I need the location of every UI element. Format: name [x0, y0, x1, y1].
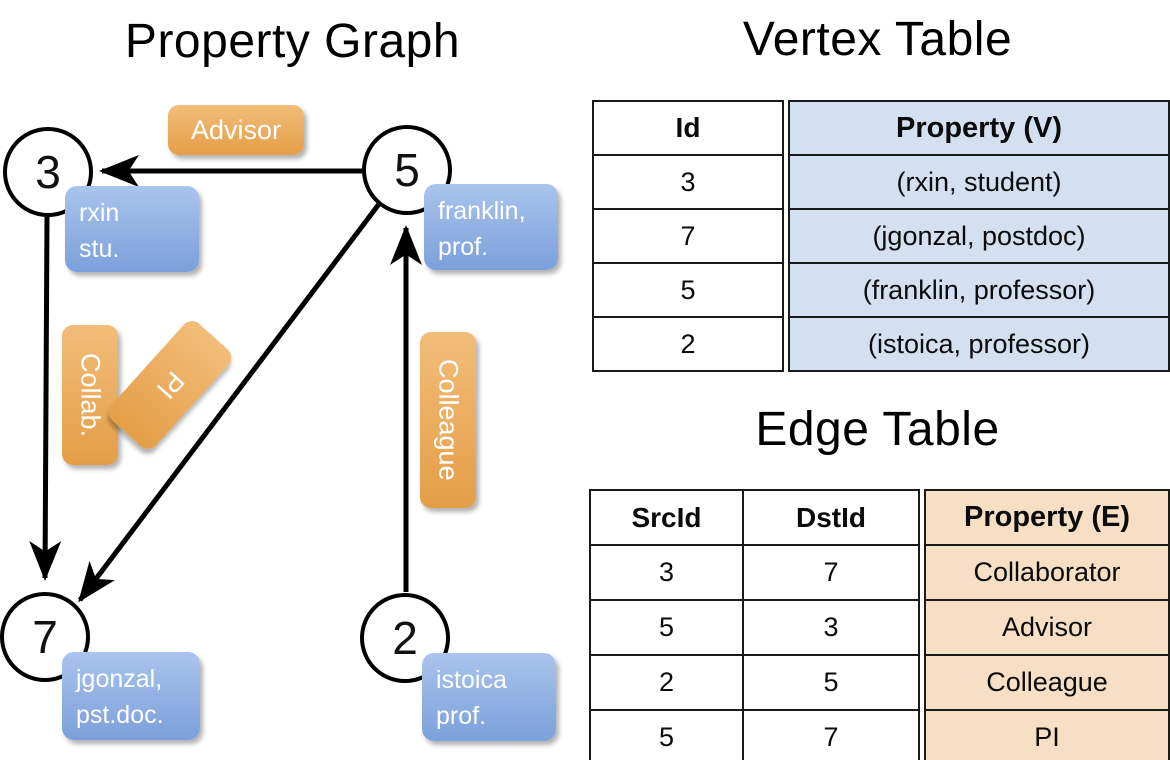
vertex-property-line: prof. [436, 701, 487, 730]
edge-cell-dstid: 7 [742, 709, 920, 760]
vertex-table-column-gap [783, 155, 789, 209]
table-row[interactable]: 3 7 Collaborator [589, 544, 1170, 601]
edge-5-to-7 [78, 202, 381, 603]
vertex-cell-property: (jgonzal, postdoc) [788, 208, 1170, 264]
edge-table-column-gap [919, 600, 925, 655]
vertex-property-line: franklin, [438, 197, 526, 225]
graph-node-2[interactable]: 2 [360, 593, 450, 683]
edge-table-column-gap [919, 545, 925, 600]
edge-cell-srcid: 2 [589, 654, 744, 711]
table-row[interactable]: 2 (istoica, professor) [592, 316, 1170, 372]
vertex-property-line: prof. [438, 232, 489, 261]
graph-node-5[interactable]: 5 [362, 125, 452, 215]
table-row[interactable]: 7 (jgonzal, postdoc) [592, 208, 1170, 264]
vertex-property-line: stu. [79, 234, 120, 263]
page-title-vertex-table: Vertex Table [742, 13, 1013, 66]
edge-label-advisor: Advisor [168, 105, 304, 155]
vertex-table-column-gap [783, 209, 789, 263]
edge-cell-srcid: 5 [589, 709, 744, 760]
edge-cell-property: PI [924, 709, 1170, 760]
table-header-row: Id Property (V) [592, 100, 1170, 156]
vertex-property-line: pst.doc. [76, 700, 164, 729]
vertex-table-header-id: Id [592, 100, 784, 156]
edge-table-header-srcid: SrcId [589, 489, 744, 546]
edge-table-column-gap [919, 490, 925, 545]
vertex-property-line: istoica [436, 666, 507, 694]
edge-cell-property: Advisor [924, 599, 1170, 656]
table-header-row: SrcId DstId Property (E) [589, 489, 1170, 546]
page-title-edge-table: Edge Table [755, 403, 1000, 456]
edge-cell-srcid: 3 [589, 544, 744, 601]
table-row[interactable]: 3 (rxin, student) [592, 154, 1170, 210]
vertex-property-box-rxin: rxin stu. [65, 186, 199, 272]
edge-3-to-7 [29, 216, 62, 581]
edge-table-header-dstid: DstId [742, 489, 920, 546]
edge-cell-dstid: 3 [742, 599, 920, 656]
edge-cell-srcid: 5 [589, 599, 744, 656]
edge-cell-dstid: 7 [742, 544, 920, 601]
vertex-cell-property: (istoica, professor) [788, 316, 1170, 372]
vertex-table-column-gap [783, 263, 789, 317]
vertex-property-line: rxin [79, 199, 120, 227]
vertex-cell-id: 3 [592, 154, 784, 210]
table-row[interactable]: 5 (franklin, professor) [592, 262, 1170, 318]
edge-table-column-gap [919, 655, 925, 710]
vertex-property-box-franklin: franklin, prof. [424, 184, 558, 270]
vertex-property-box-jgonzal: jgonzal, pst.doc. [62, 652, 200, 740]
edge-label-collab: Collab. [62, 325, 118, 465]
vertex-property-line: jgonzal, [76, 665, 163, 693]
vertex-cell-property: (franklin, professor) [788, 262, 1170, 318]
vertex-table-column-gap [783, 317, 789, 371]
vertex-cell-property: (rxin, student) [788, 154, 1170, 210]
table-row[interactable]: 5 7 PI [589, 709, 1170, 760]
table-row[interactable]: 2 5 Colleague [589, 654, 1170, 711]
edge-cell-property: Collaborator [924, 544, 1170, 601]
vertex-cell-id: 7 [592, 208, 784, 264]
vertex-cell-id: 5 [592, 262, 784, 318]
vertex-table-header-property: Property (V) [788, 100, 1170, 156]
page-title-property-graph: Property Graph [124, 15, 461, 68]
vertex-table-column-gap [783, 101, 789, 155]
edge-cell-dstid: 5 [742, 654, 920, 711]
edge-table-header-property: Property (E) [924, 489, 1170, 546]
property-graph-diagram: 3 5 7 2 rxin stu. franklin, prof. jgonza… [0, 105, 558, 741]
edge-table: SrcId DstId Property (E) 3 7 Collaborato… [589, 489, 1170, 760]
edge-table-column-gap [919, 710, 925, 760]
vertex-property-box-istoica: istoica prof. [422, 653, 556, 741]
vertex-cell-id: 2 [592, 316, 784, 372]
vertex-table: Id Property (V) 3 (rxin, student) 7 (jgo… [592, 100, 1170, 372]
graph-edges-svg [29, 155, 422, 603]
table-row[interactable]: 5 3 Advisor [589, 599, 1170, 656]
edge-cell-property: Colleague [924, 654, 1170, 711]
edge-label-colleague: Colleague [420, 332, 476, 508]
